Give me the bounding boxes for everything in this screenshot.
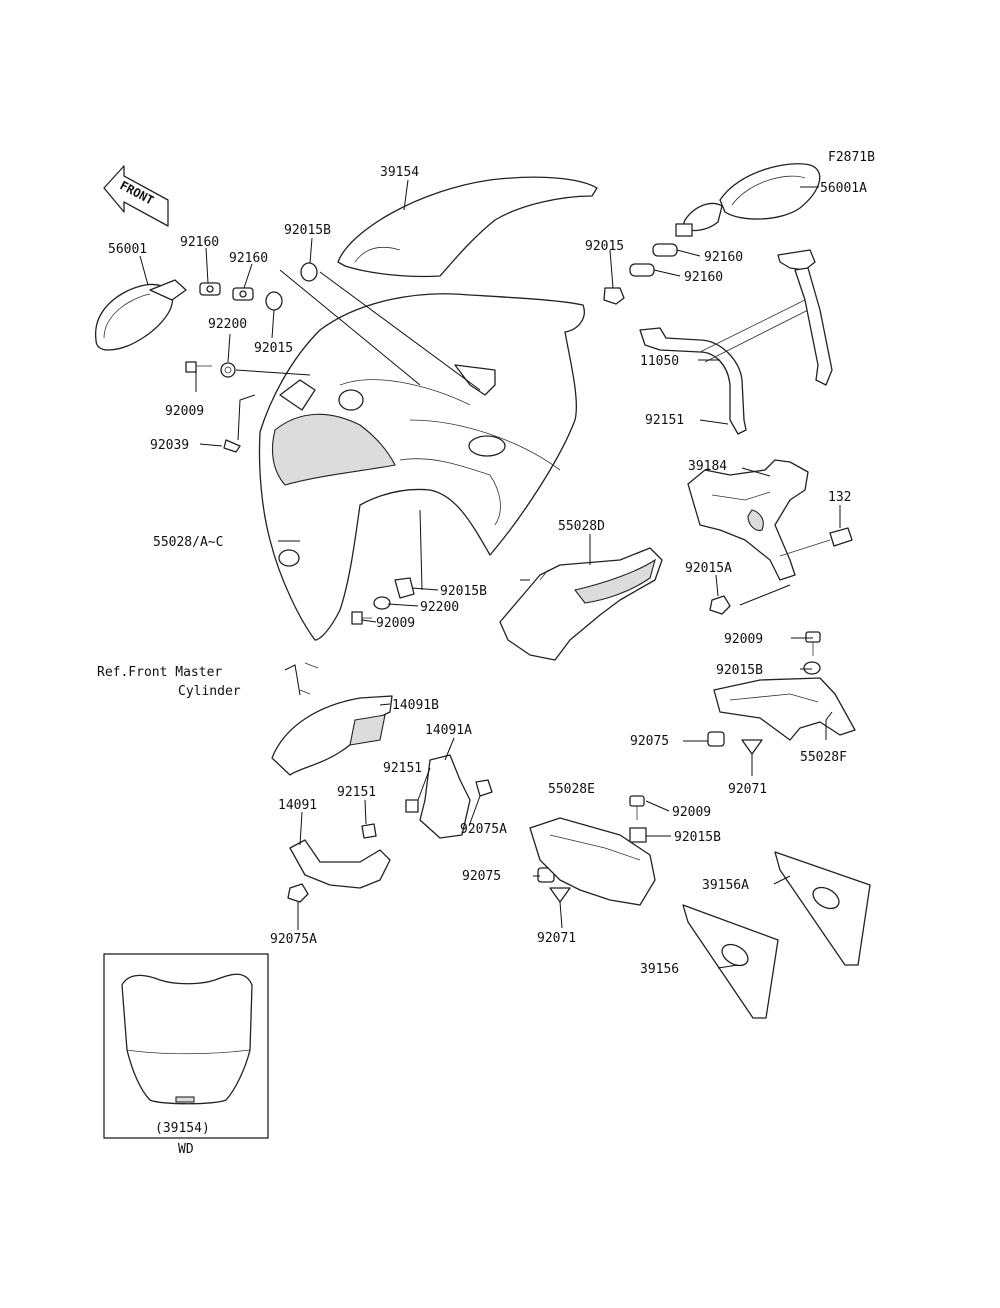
- part-labels: 39154 56001A 56001 92160 92160 92015B 92…: [97, 165, 867, 977]
- hardware-right-group: [603, 243, 678, 305]
- label-92160-b: 92160: [229, 251, 268, 266]
- leader-lines: [139, 179, 841, 969]
- label-39154: 39154: [380, 165, 419, 180]
- mirror-right-part: [675, 163, 821, 237]
- inset-caption: WD: [178, 1142, 194, 1157]
- knee-pad-part: [682, 904, 779, 1019]
- label-39156: 39156: [640, 962, 679, 977]
- label-92075-a: 92075: [630, 734, 669, 749]
- cowl-hardware-group: [351, 577, 415, 625]
- duct-panel-part: [499, 547, 663, 661]
- label-92015-b: 92015: [254, 341, 293, 356]
- label-ref-cylinder: Cylinder: [178, 684, 241, 699]
- bolt-132-part: [709, 527, 853, 615]
- label-56001: 56001: [108, 242, 147, 257]
- label-92009-a: 92009: [165, 404, 204, 419]
- upper-cowl-part: [258, 293, 585, 641]
- label-92200-b: 92200: [420, 600, 459, 615]
- windshield-part: [337, 176, 598, 278]
- label-92015b-a: 92015B: [284, 223, 331, 238]
- stay-bracket-part: [639, 249, 833, 435]
- label-92015b-d: 92015B: [674, 830, 721, 845]
- label-92151-a: 92151: [645, 413, 684, 428]
- label-56001a: 56001A: [820, 181, 867, 196]
- label-92200-a: 92200: [208, 317, 247, 332]
- label-92075a-a: 92075A: [460, 822, 507, 837]
- bracket-a-part: [405, 754, 493, 839]
- label-55028e: 55028E: [548, 782, 595, 797]
- label-92071-a: 92071: [728, 782, 767, 797]
- label-92009-c: 92009: [724, 632, 763, 647]
- bracket-part: [287, 823, 391, 903]
- label-11050: 11050: [640, 354, 679, 369]
- label-92015a: 92015A: [685, 561, 732, 576]
- label-55028d: 55028D: [558, 519, 605, 534]
- label-92160-a: 92160: [180, 235, 219, 250]
- side-panel-f-part: [713, 677, 856, 741]
- label-92015b-c: 92015B: [716, 663, 763, 678]
- label-92151-b: 92151: [383, 761, 422, 776]
- label-92009-d: 92009: [672, 805, 711, 820]
- label-92015b-b: 92015B: [440, 584, 487, 599]
- label-92075a-b: 92075A: [270, 932, 317, 947]
- inner-bracket-part: [687, 459, 809, 581]
- label-92015-a: 92015: [585, 239, 624, 254]
- figure-code: F2871B: [828, 150, 875, 165]
- hardware-left-group: [185, 262, 318, 453]
- label-92151-c: 92151: [337, 785, 376, 800]
- label-92160-c: 92160: [704, 250, 743, 265]
- lower-right-hardware: [537, 631, 821, 903]
- knee-pad-a-part: [774, 851, 871, 966]
- label-92039: 92039: [150, 438, 189, 453]
- side-panel-e-part: [529, 817, 656, 906]
- label-14091: 14091: [278, 798, 317, 813]
- label-132: 132: [828, 490, 851, 505]
- mirror-left-part: [95, 279, 187, 351]
- label-39184: 39184: [688, 459, 727, 474]
- label-14091a: 14091A: [425, 723, 472, 738]
- front-arrow-icon: FRONT: [103, 165, 169, 227]
- inset-part-label: (39154): [155, 1121, 210, 1136]
- label-ref-front-master: Ref.Front Master: [97, 665, 222, 680]
- label-55028f: 55028F: [800, 750, 847, 765]
- fender-cover-b-part: [271, 662, 393, 776]
- label-39156a: 39156A: [702, 878, 749, 893]
- label-92009-b: 92009: [376, 616, 415, 631]
- label-92071-b: 92071: [537, 931, 576, 946]
- inset-windshield-box: (39154) WD: [103, 953, 269, 1157]
- label-14091b: 14091B: [392, 698, 439, 713]
- label-92160-d: 92160: [684, 270, 723, 285]
- label-92075-b: 92075: [462, 869, 501, 884]
- label-55028-a-c: 55028/A~C: [153, 535, 223, 550]
